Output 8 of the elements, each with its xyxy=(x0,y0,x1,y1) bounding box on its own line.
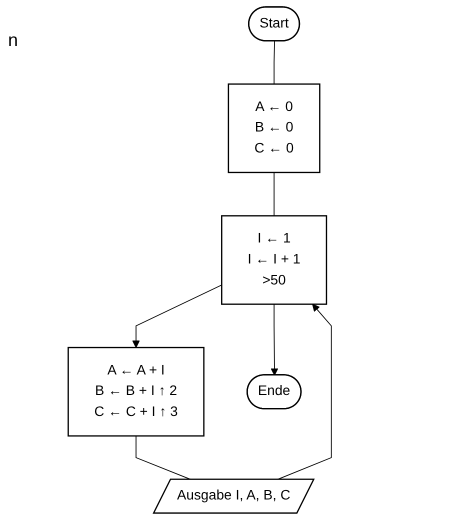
arrow xyxy=(132,284,222,348)
note-text: n xyxy=(8,30,18,51)
node-box: A ← A + I B ← B + I ↑ 2 C ← C + I ↑ 3 xyxy=(68,346,204,437)
node-box: A ← 0 B ← 0 C ← 0 xyxy=(228,83,320,174)
arrow xyxy=(270,304,278,376)
node-box: I ← 1 I ← I + 1 >50 xyxy=(221,215,328,305)
connector xyxy=(274,172,275,216)
connector xyxy=(274,40,275,84)
